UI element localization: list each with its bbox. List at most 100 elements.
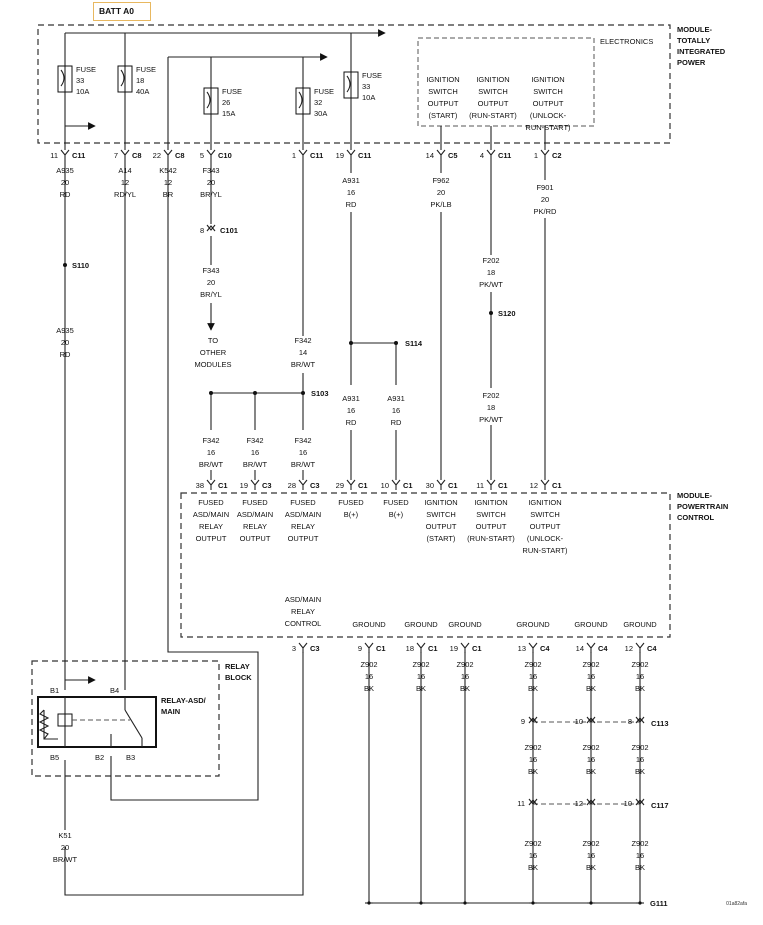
splice-dot-s114b	[394, 341, 398, 345]
wire-k51-line0: K51	[58, 831, 71, 840]
pcm-function-7-line2: OUTPUT	[530, 522, 561, 531]
relay-pin-b3: B3	[126, 753, 135, 762]
wire-f343-bot-line1: 20	[207, 278, 215, 287]
pcm-top-pin-2-symbol	[298, 479, 308, 490]
pcm-function-7-line4: RUN-START)	[522, 546, 568, 555]
wire-f901-line1: 20	[541, 195, 549, 204]
to-other-modules-line2: MODULES	[194, 360, 231, 369]
wire-f202-bot-line2: PK/WT	[479, 415, 503, 424]
ground-wire-upper-3-line2: BK	[528, 684, 538, 693]
relay-asd-main	[37, 696, 157, 748]
ground-wire-upper-2-line2: BK	[460, 684, 470, 693]
pcm-ground-pin-2-pin: 19	[450, 644, 458, 653]
ign-output-2-line4: RUN-START)	[525, 123, 571, 132]
ground-wire-mid-3-line2: BK	[528, 767, 538, 776]
pcm-top-pin-4-pin: 10	[381, 481, 389, 490]
pcm-function-6-line1: SWITCH	[476, 510, 506, 519]
ground-wire-upper-4-line0: Z902	[582, 660, 599, 669]
pcm-relay-control-pin-pin: 3	[292, 644, 296, 653]
relay-pin-b1: B1	[50, 686, 59, 695]
pcm-top-pin-2-pin: 28	[288, 481, 296, 490]
tipm-module-box	[37, 24, 671, 144]
pcm-function-1-line2: RELAY	[243, 522, 267, 531]
ground-tap-dot-1	[419, 901, 423, 905]
electronics-label: ELECTRONICS	[600, 37, 653, 46]
ign-output-0-line3: (START)	[429, 111, 458, 120]
wire-a931-a-line1: 16	[347, 406, 355, 415]
pcm-function-0-line2: RELAY	[199, 522, 223, 531]
ground-wire-upper-4-line2: BK	[586, 684, 596, 693]
pcm-module-box	[180, 492, 671, 638]
tipm-pin-6-symbol	[436, 149, 446, 160]
wire-f342-b-line2: BR/WT	[243, 460, 268, 469]
pcm-ground-pin-1-symbol	[416, 642, 426, 653]
wire-f343-top-line2: BR/YL	[200, 190, 222, 199]
ground-wire-low-3-line0: Z902	[524, 839, 541, 848]
pcm-top-pin-5-conn: C1	[448, 481, 458, 490]
pcm-function-1-line3: OUTPUT	[240, 534, 271, 543]
tipm-pin-0-pin: 11	[50, 151, 58, 160]
c117-pin-0	[528, 798, 538, 806]
wire-f202-bot-line0: F202	[482, 391, 499, 400]
fuse-label-f26-line1: 26	[222, 98, 230, 107]
tipm-pin-0-conn: C11	[72, 151, 85, 160]
pcm-function-2-line2: RELAY	[291, 522, 315, 531]
wire-f962-line1: 20	[437, 188, 445, 197]
pcm-function-6-line2: OUTPUT	[476, 522, 507, 531]
pcm-function-7-line1: SWITCH	[530, 510, 560, 519]
ground-wire-upper-0-line2: BK	[364, 684, 374, 693]
wire-k542-line1: 12	[164, 178, 172, 187]
ign-output-1-line2: OUTPUT	[478, 99, 509, 108]
wire-k51-line1: 20	[61, 843, 69, 852]
pcm-top-pin-6-symbol	[486, 479, 496, 490]
batt-a0-label: BATT A0	[93, 2, 151, 21]
ground-wire-low-5-line0: Z902	[631, 839, 648, 848]
c101-pin: 8	[200, 226, 204, 235]
ground-wire-low-4-line0: Z902	[582, 839, 599, 848]
c117-pin-2	[635, 798, 645, 806]
c113-pin-2	[635, 716, 645, 724]
tipm-pin-2-pin: 22	[153, 151, 161, 160]
wire-a14-line0: A14	[118, 166, 131, 175]
pcm-top-pin-1-conn: C3	[262, 481, 272, 490]
c113-pin-0-pin: 9	[521, 717, 525, 726]
ground-tap-dot-0	[367, 901, 371, 905]
wire-f343-bot-line2: BR/YL	[200, 290, 222, 299]
wire-a935-bot-line2: RD	[60, 350, 71, 359]
wire-a931-b-line2: RD	[391, 418, 402, 427]
tipm-pin-5-symbol	[346, 149, 356, 160]
pcm-function-4-line1: B(+)	[389, 510, 404, 519]
pcm-function-7-line0: IGNITION	[528, 498, 561, 507]
pcm-top-pin-4-symbol	[391, 479, 401, 490]
c117-pin-2-pin: 10	[624, 799, 632, 808]
ground-wire-low-4-line1: 16	[587, 851, 595, 860]
pcm-top-pin-7-conn: C1	[552, 481, 562, 490]
wire-a14-line1: 12	[121, 178, 129, 187]
ign-output-0-line1: SWITCH	[428, 87, 458, 96]
wire-a931-top-line1: 16	[347, 188, 355, 197]
ground-wire-low-3-line2: BK	[528, 863, 538, 872]
c117-pin-1-pin: 12	[575, 799, 583, 808]
wire-a935-top-line0: A935	[56, 166, 74, 175]
pcm-ground-pin-0-pin: 9	[358, 644, 362, 653]
ground-wire-mid-4-line0: Z902	[582, 743, 599, 752]
splice-s114: S114	[405, 339, 423, 348]
ground-tap-dot-2	[463, 901, 467, 905]
wire-f342-c-line1: 16	[299, 448, 307, 457]
ground-tap-dot-3	[531, 901, 535, 905]
fuse-f32	[295, 87, 311, 115]
tipm-pin-2-conn: C8	[175, 151, 185, 160]
wire-f342-a-line2: BR/WT	[199, 460, 224, 469]
pcm-function-4-line0: FUSED	[383, 498, 409, 507]
ign-output-2-line0: IGNITION	[531, 75, 564, 84]
ground-wire-upper-3-line0: Z902	[524, 660, 541, 669]
ground-wire-upper-1-line2: BK	[416, 684, 426, 693]
wire-k542-line0: K542	[159, 166, 177, 175]
wire-f202-top-line2: PK/WT	[479, 280, 503, 289]
ign-output-1-line1: SWITCH	[478, 87, 508, 96]
ground-wire-mid-5-line0: Z902	[631, 743, 648, 752]
pcm-function-6-line0: IGNITION	[474, 498, 507, 507]
pcm-top-pin-1-pin: 19	[240, 481, 248, 490]
fuse-f33a	[57, 65, 73, 93]
